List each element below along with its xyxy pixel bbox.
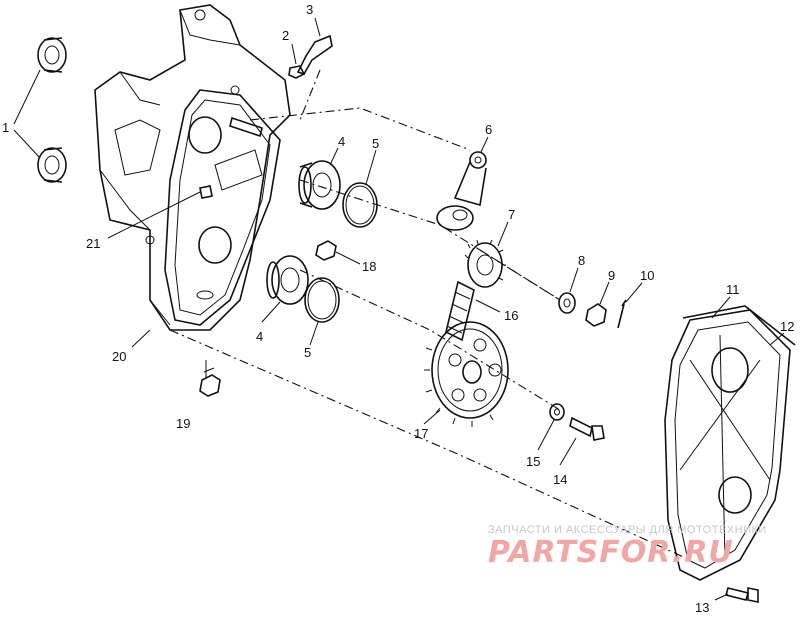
bearing-lower	[266, 255, 309, 305]
callout-1: 1	[2, 120, 9, 135]
washer-8	[558, 292, 576, 314]
chaincase-inner-plate	[164, 89, 281, 326]
centerlines	[169, 69, 691, 561]
leader-lines	[13, 17, 785, 601]
chaincase-cover	[664, 309, 791, 581]
callout-18: 18	[362, 259, 376, 274]
callout-8: 8	[578, 253, 585, 268]
cotter-pin-10	[617, 299, 627, 329]
seal-lower	[37, 147, 67, 183]
washer-15	[549, 403, 565, 421]
callout-14: 14	[553, 472, 567, 487]
o-ring-lower	[304, 277, 340, 323]
callout-5-upper: 5	[372, 136, 379, 151]
callout-3: 3	[306, 2, 313, 17]
callout-21: 21	[86, 236, 100, 251]
callout-7: 7	[508, 207, 515, 222]
callout-20: 20	[112, 349, 126, 364]
callout-16: 16	[504, 308, 518, 323]
tensioner-arm	[436, 151, 487, 231]
small-nut	[288, 65, 306, 79]
callout-5-lower: 5	[304, 345, 311, 360]
callout-6: 6	[485, 122, 492, 137]
callout-19: 19	[176, 416, 190, 431]
callout-15: 15	[526, 454, 540, 469]
watermark-brand: PARTSFOR.RU	[488, 535, 734, 570]
chaincase-housing	[94, 4, 291, 331]
nut-18	[315, 240, 337, 261]
callout-2: 2	[282, 28, 289, 43]
bolt-13	[725, 587, 759, 603]
callout-9: 9	[608, 268, 615, 283]
nut-19	[199, 367, 221, 397]
callout-17: 17	[414, 426, 428, 441]
stud-21	[199, 185, 213, 199]
watermark: ЗАПЧАСТИ И АКСЕССУАРЫ ДЛЯ МОТОТЕХНИКИ PA…	[488, 524, 767, 570]
castle-nut-9	[585, 303, 607, 327]
callout-13: 13	[695, 600, 709, 615]
callout-4-upper: 4	[338, 134, 345, 149]
drive-chain	[445, 280, 475, 342]
callout-4-lower: 4	[256, 329, 263, 344]
tension-bolt	[296, 34, 333, 75]
callout-11: 11	[726, 282, 740, 297]
o-ring-upper	[342, 182, 378, 228]
bearing-upper	[298, 160, 341, 210]
callout-12: 12	[780, 319, 794, 334]
lower-sprocket	[424, 321, 509, 427]
cover-gasket	[682, 305, 796, 346]
upper-sprocket	[464, 239, 506, 288]
dowel-pin	[229, 116, 263, 138]
watermark-caption: ЗАПЧАСТИ И АКСЕССУАРЫ ДЛЯ МОТОТЕХНИКИ	[488, 524, 767, 536]
bolt-14	[569, 416, 605, 441]
callout-10: 10	[640, 268, 654, 283]
seal-upper	[37, 37, 67, 73]
